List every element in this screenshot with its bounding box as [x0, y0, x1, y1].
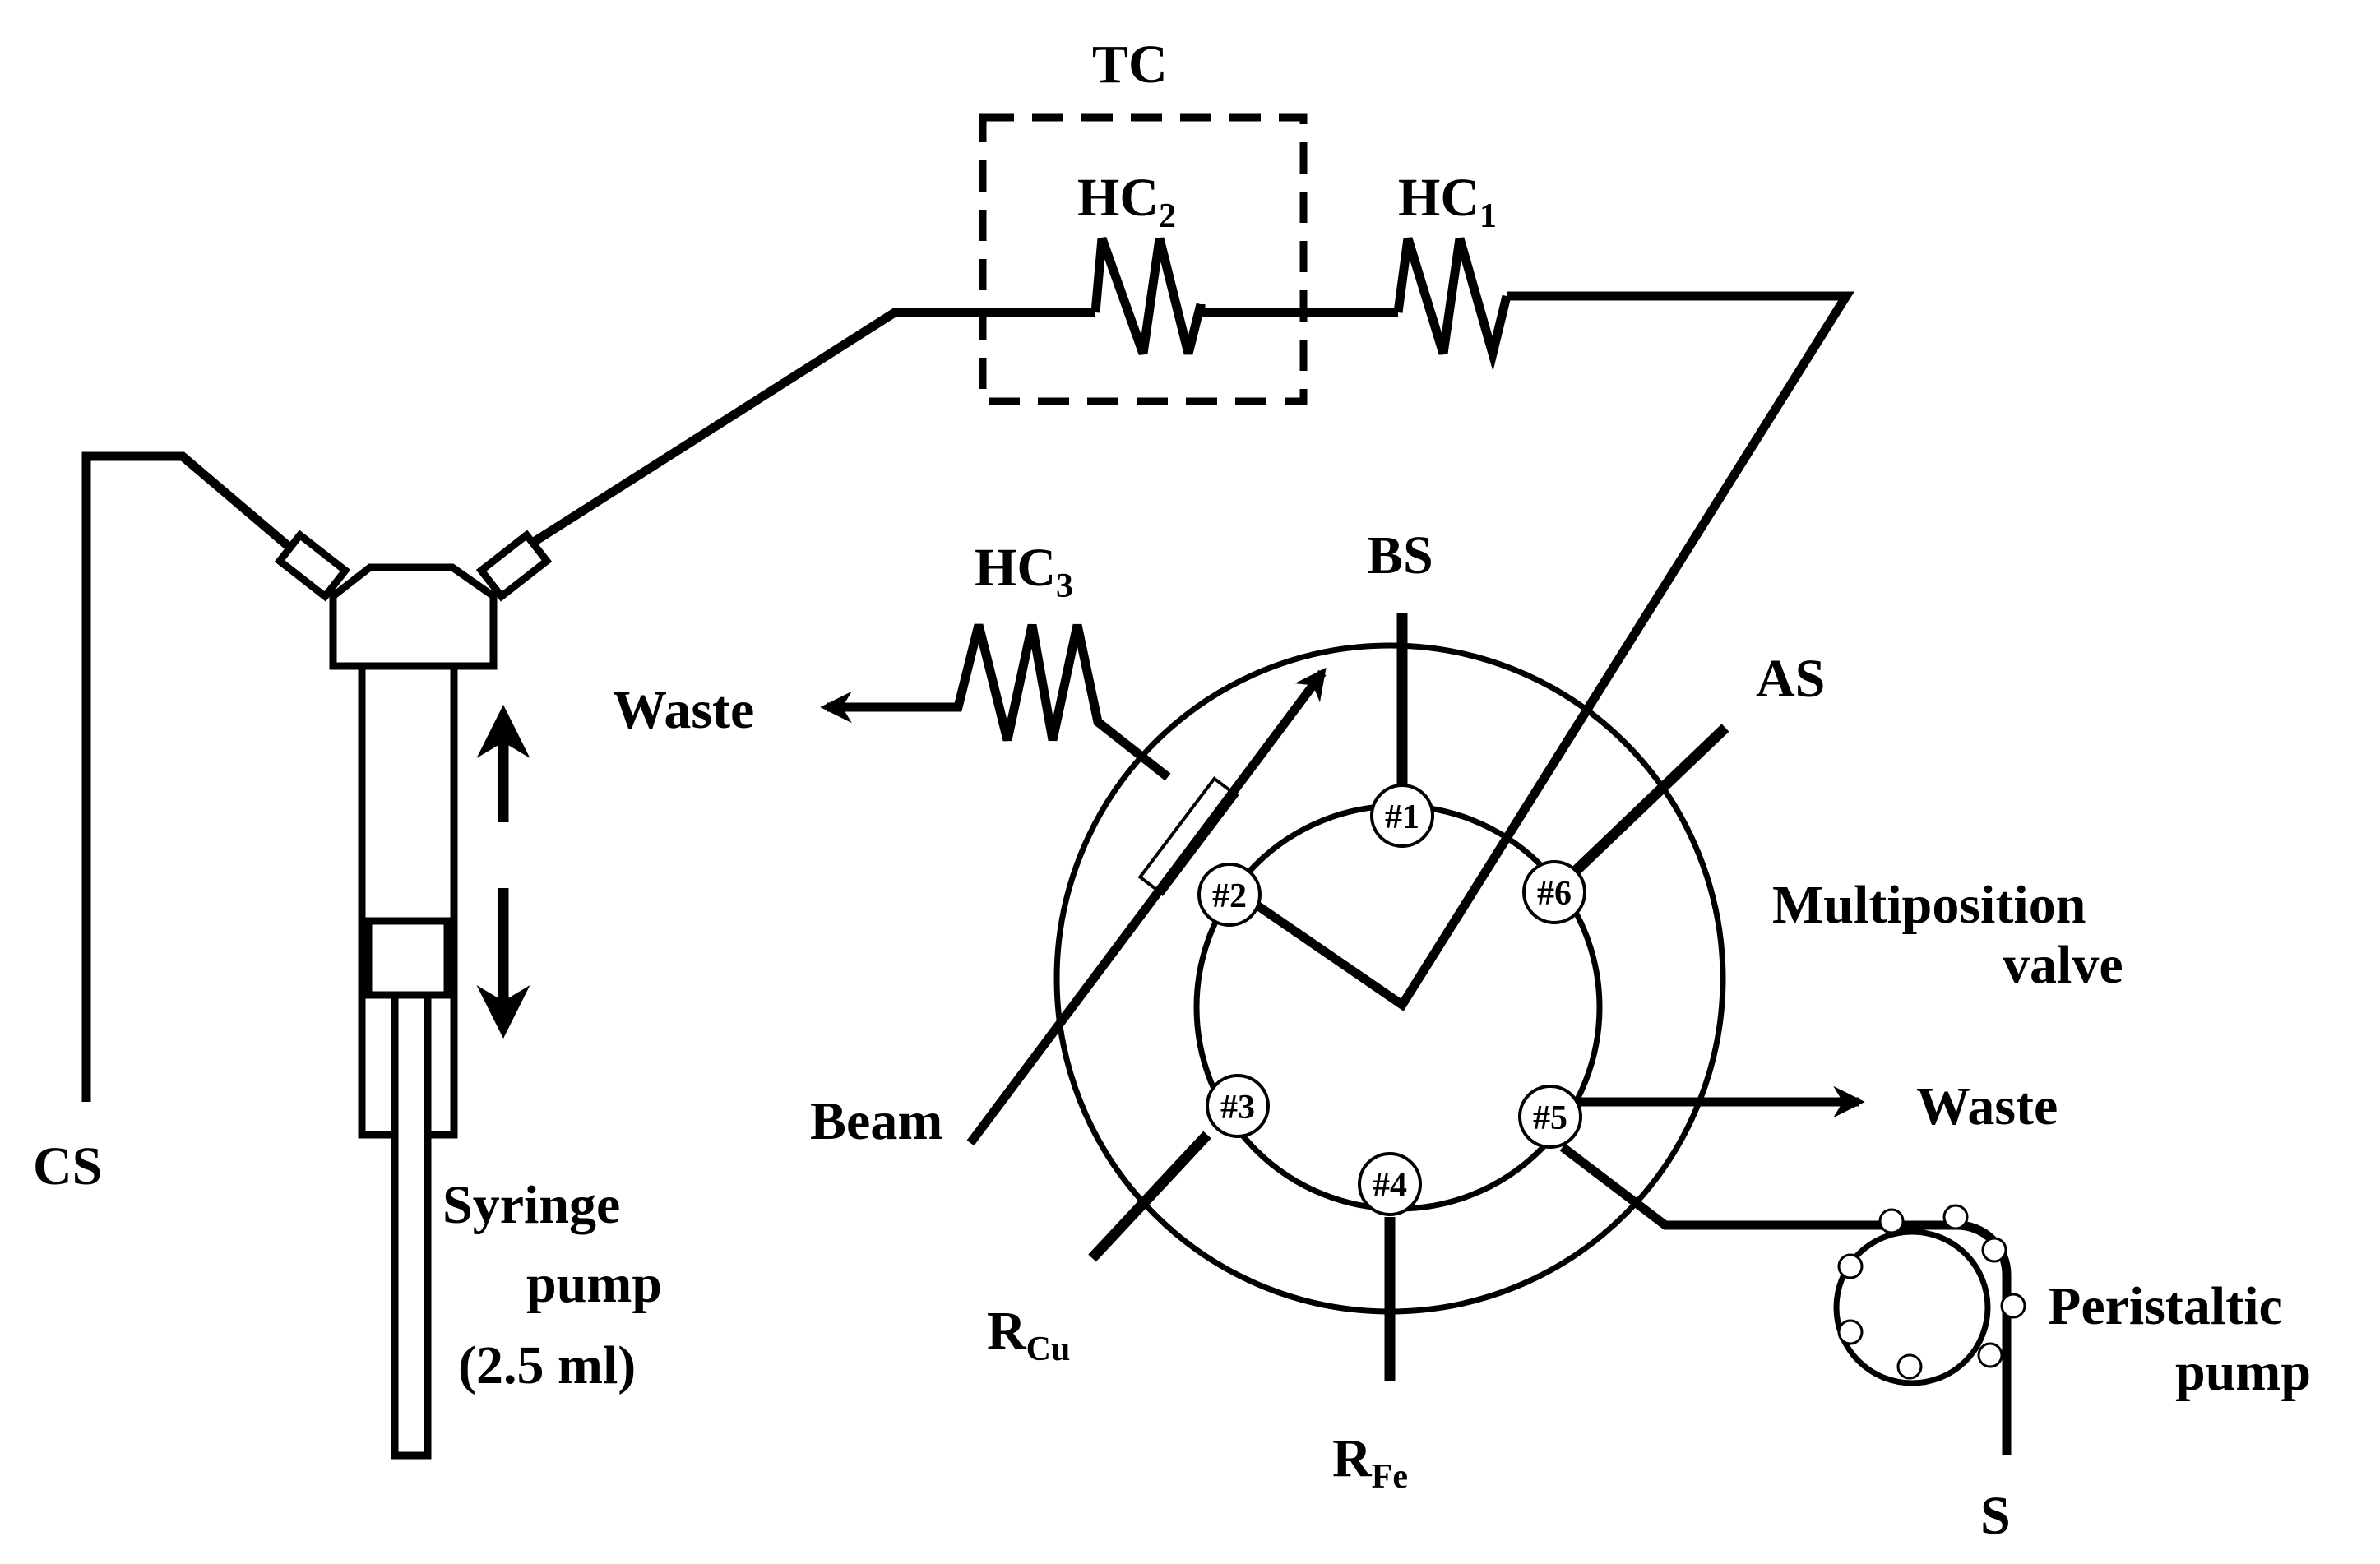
- rfe-label: RFe: [1332, 1428, 1408, 1496]
- beam-arrow: [966, 667, 1327, 1146]
- connector-right: [475, 530, 553, 602]
- bs-label: BS: [1367, 525, 1433, 585]
- rcu-label: RCu: [987, 1301, 1070, 1368]
- waste-left-label: Waste: [613, 680, 754, 740]
- waste-right-label: Waste: [1916, 1076, 2058, 1136]
- flow-cell: [1137, 776, 1239, 896]
- y-connector[interactable]: [329, 563, 498, 670]
- multiposition-label-line1: Multiposition: [1772, 875, 2086, 935]
- hc3-coil: [851, 623, 1171, 781]
- syringe-label-line2: pump: [526, 1254, 662, 1314]
- port-2[interactable]: #2: [1197, 863, 1262, 927]
- beam-label: Beam: [810, 1091, 942, 1151]
- port-2-label: #2: [1212, 877, 1247, 915]
- hc3-label: HC3: [975, 538, 1073, 605]
- peristaltic-label-line1: Peristaltic: [2048, 1276, 2283, 1336]
- port-3-label: #3: [1220, 1089, 1255, 1127]
- as-label: AS: [1756, 649, 1825, 709]
- tube-hc1-to-center: [1247, 291, 1854, 1011]
- peristaltic-pump-body: [1833, 1229, 1991, 1386]
- peristaltic-rollers: [1837, 1204, 2026, 1380]
- multiposition-label-line2: valve: [2003, 935, 2123, 995]
- port-3[interactable]: #3: [1206, 1074, 1270, 1138]
- connector-left: [274, 530, 351, 602]
- peristaltic-label-line2: pump: [2175, 1342, 2311, 1402]
- hc1-coil: [1393, 237, 1512, 372]
- hc1-label: HC1: [1398, 168, 1497, 235]
- port-4[interactable]: #4: [1358, 1152, 1422, 1216]
- syringe-label-line3: (2.5 ml): [458, 1335, 636, 1395]
- syringe-plunger-head[interactable]: [364, 917, 451, 999]
- cs-tube: [81, 451, 295, 1102]
- s-label: S: [1980, 1486, 2011, 1546]
- port-1[interactable]: #1: [1370, 784, 1434, 848]
- tube-hc2-hc1: [1196, 304, 1398, 317]
- port-1-label: #1: [1385, 798, 1419, 836]
- tube-to-peristaltic: [1559, 1143, 2012, 1455]
- port-4-label: #4: [1373, 1167, 1407, 1205]
- syringe-label-line1: Syringe: [442, 1175, 620, 1235]
- as-line: [1571, 724, 1729, 876]
- port-6[interactable]: #6: [1522, 860, 1586, 924]
- rcu-line: [1088, 1131, 1211, 1262]
- main-tube-to-coils: [520, 308, 1095, 553]
- cs-label: CS: [33, 1136, 102, 1196]
- port-6-label: #6: [1537, 875, 1572, 913]
- hc2-coil: [1090, 237, 1206, 355]
- hc2-label: HC2: [1077, 168, 1176, 235]
- tc-label: TC: [1092, 35, 1168, 95]
- tc-dashed-box: [979, 113, 1308, 405]
- port-5-label: #5: [1533, 1099, 1567, 1137]
- syringe-plunger-rod[interactable]: [391, 991, 432, 1460]
- port-5[interactable]: #5: [1518, 1085, 1582, 1149]
